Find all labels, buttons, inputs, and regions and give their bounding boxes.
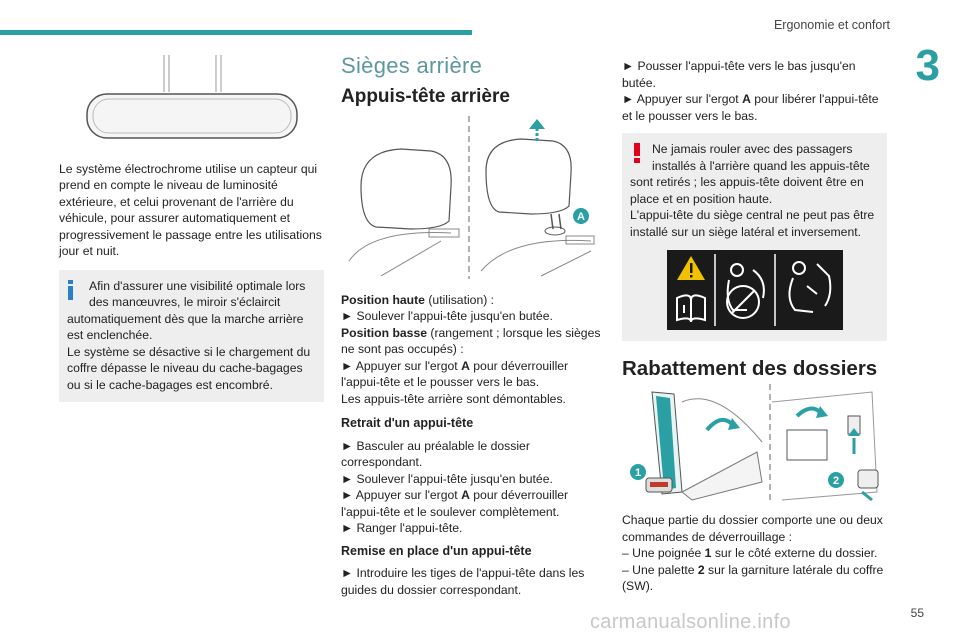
instruction-raise: ► Soulever l'appui-tête jusqu'en butée. <box>341 309 553 323</box>
remise-step-2: ► Pousser l'appui-tête vers le bas jusqu… <box>622 59 856 90</box>
retrait-step-2: ► Soulever l'appui-tête jusqu'en butée. <box>341 471 553 486</box>
electrochrome-paragraph: Le système électrochrome utilise un capt… <box>59 161 322 259</box>
dossier-item-2: – Une palette 2 sur la garniture latéral… <box>622 562 884 594</box>
retrait-title: Retrait d'un appui-tête <box>341 416 474 430</box>
watermark: carmanualsonline.info <box>590 611 791 633</box>
position-basse: Position basse (rangement ; lorsque les … <box>341 325 601 357</box>
figure-label-2: 2 <box>833 475 839 487</box>
warning-rest: sont retirés ; les appuis-tête doivent ê… <box>630 175 864 206</box>
warning-more: L'appui-tête du siège central ne peut pa… <box>630 208 875 239</box>
instruction-lower: ► Appuyer sur l'ergot A pour déverrouill… <box>341 358 569 390</box>
seat-fold-illustration: 1 2 <box>630 383 879 501</box>
info-note-more: Le système se désactive si le chargement… <box>67 344 311 392</box>
page-number: 55 <box>910 606 924 620</box>
rabattement-title: Rabattement des dossiers <box>622 357 878 380</box>
middle-column: Sièges arrière Appuis-tête arrière A Pos… <box>341 50 601 598</box>
info-note: Afin d'assurer une visibilité optimale l… <box>59 269 324 402</box>
position-haute: Position haute (utilisation) : <box>341 292 495 307</box>
remise-title: Remise en place d'un appui-tête <box>341 543 532 558</box>
mirror-illustration <box>86 55 298 139</box>
headrest-illustration: A <box>348 116 595 279</box>
left-column: Le système électrochrome utilise un capt… <box>59 50 324 402</box>
warning-lead2: installés à l'arrière quand les appuis-t… <box>652 158 870 173</box>
info-note-rest: automatiquement dès que la marche arrièr… <box>67 311 304 343</box>
retrait-step-1: ► Basculer au préalable le dossier corre… <box>341 438 530 470</box>
top-accent-bar <box>0 30 472 35</box>
dossier-item-1: – Une poignée 1 sur le côté externe du d… <box>622 546 878 560</box>
retrait-step-3: ► Appuyer sur l'ergot A pour déverrouill… <box>341 488 569 519</box>
manual-book-icon <box>675 294 706 323</box>
remise-step-3: ► Appuyer sur l'ergot A pour libérer l'a… <box>622 92 879 123</box>
passenger-seat-icon <box>788 261 831 313</box>
warning-lead: Ne jamais rouler avec des passagers <box>652 142 853 156</box>
airbag-warning-pictogram <box>666 250 843 330</box>
info-note-lead2: des manœuvres, le miroir s'éclaircit <box>89 295 281 309</box>
warning-icon <box>634 143 640 163</box>
info-note-lead: Afin d'assurer une visibilité optimale l… <box>89 278 306 293</box>
remise-step-1: ► Introduire les tiges de l'appui-tête d… <box>341 566 585 597</box>
retrait-step-4: ► Ranger l'appui-tête. <box>341 521 463 535</box>
dossier-intro: Chaque partie du dossier comporte une ou… <box>622 513 883 544</box>
section-header: Ergonomie et confort <box>773 18 890 32</box>
section-title: Sièges arrière <box>341 53 483 78</box>
figure-label-1: 1 <box>635 467 641 479</box>
removable-note: Les appuis-tête arrière sont démontables… <box>341 391 566 406</box>
warning-note: Ne jamais rouler avec des passagers inst… <box>622 133 887 341</box>
child-seat-forbidden-icon <box>725 263 765 319</box>
headrest-subtitle: Appuis-tête arrière <box>341 85 510 107</box>
chapter-number: 3 <box>915 41 940 90</box>
right-column: ► Pousser l'appui-tête vers le bas jusqu… <box>622 50 887 595</box>
figure-label-a: A <box>577 211 585 223</box>
info-icon <box>68 279 73 300</box>
